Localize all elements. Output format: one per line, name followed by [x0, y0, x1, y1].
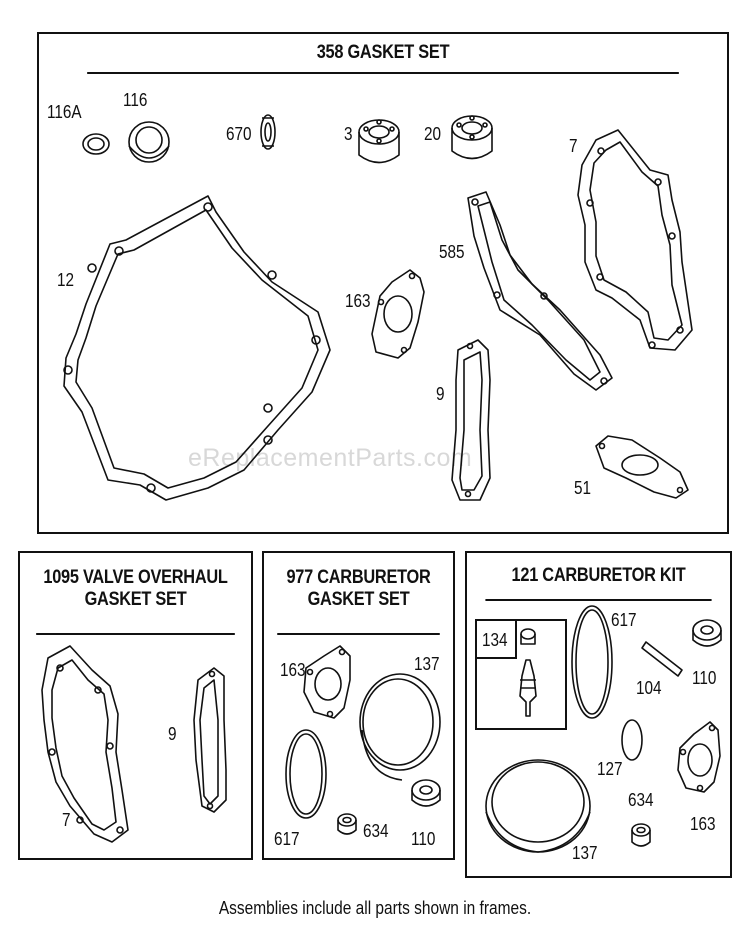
label-7b: 7	[62, 810, 71, 830]
valve-overhaul-title-line2: GASKET SET	[84, 589, 187, 610]
needle-seat-134-icon	[519, 628, 537, 717]
seal-110-icon	[411, 779, 441, 807]
label-116a: 116A	[47, 102, 82, 122]
exhaust-gasket-51-icon	[595, 435, 689, 499]
subassembly-134-tab	[475, 619, 517, 659]
carb-gasket-title-line2: GASKET SET	[307, 589, 410, 610]
seal-670-icon	[260, 114, 276, 150]
bearing-3-icon	[358, 119, 400, 164]
ring-116a-icon	[82, 133, 110, 155]
bearing-20-icon	[451, 115, 493, 160]
label-137: 137	[414, 654, 440, 674]
head-gasket-7-icon	[577, 129, 693, 351]
crankcase-gasket-12-icon	[63, 195, 331, 501]
ring-137-icon	[359, 673, 441, 781]
label-116: 116	[123, 90, 148, 110]
watermark: eReplacementParts.com	[188, 444, 473, 472]
gasket-set-frame: 358 GASKET SET	[37, 32, 729, 534]
label-163b: 163	[280, 660, 306, 680]
label-127: 127	[597, 759, 623, 779]
label-3: 3	[344, 124, 353, 144]
label-20: 20	[424, 124, 442, 144]
label-163: 163	[345, 291, 371, 311]
seal-110b-icon	[692, 619, 722, 647]
valve-overhaul-frame: 1095 VALVE OVERHAUL GASKET SET	[18, 551, 253, 860]
label-585: 585	[439, 242, 465, 262]
label-51: 51	[574, 478, 592, 498]
pin-104-icon	[641, 641, 683, 677]
label-12: 12	[57, 270, 75, 290]
label-7: 7	[569, 136, 578, 156]
footer-note: Assemblies include all parts shown in fr…	[218, 898, 532, 918]
carb-gasket-frame: 977 CARBURETOR GASKET SET	[262, 551, 455, 860]
gasket-set-title: 358 GASKET SET	[87, 34, 679, 74]
subassembly-134-frame	[475, 619, 567, 730]
bushing-634b-icon	[631, 823, 651, 847]
carb-gasket-title: 977 CARBURETOR GASKET SET	[277, 553, 440, 635]
valve-cover-gasket-9b-icon	[193, 667, 227, 813]
valve-overhaul-title-line1: 1095 VALVE OVERHAUL	[43, 567, 228, 588]
valve-overhaul-title: 1095 VALVE OVERHAUL GASKET SET	[36, 553, 235, 635]
label-617: 617	[274, 829, 300, 849]
label-634: 634	[363, 821, 389, 841]
label-110b: 110	[692, 668, 717, 688]
label-110: 110	[411, 829, 436, 849]
carb-kit-title: 121 CARBURETOR KIT	[485, 553, 712, 601]
label-634b: 634	[628, 790, 654, 810]
ring-617b-icon	[571, 605, 613, 719]
ring-137b-icon	[485, 759, 591, 853]
label-670: 670	[226, 124, 252, 144]
carb-gasket-title-line1: 977 CARBURETOR	[286, 567, 431, 588]
label-9: 9	[436, 384, 445, 404]
carb-gasket-163b-icon	[303, 645, 351, 719]
label-617b: 617	[611, 610, 637, 630]
valve-cover-gasket-9-icon	[451, 339, 491, 501]
carb-gasket-163-icon	[371, 269, 425, 359]
label-134: 134	[482, 630, 508, 650]
ring-617-icon	[285, 729, 327, 819]
seal-116-icon	[128, 121, 170, 163]
label-104: 104	[636, 678, 662, 698]
label-9b: 9	[168, 724, 177, 744]
label-137b: 137	[572, 843, 598, 863]
head-gasket-7b-icon	[41, 645, 129, 843]
disc-127-icon	[621, 719, 643, 761]
breather-gasket-585-icon	[467, 191, 613, 391]
label-163c: 163	[690, 814, 716, 834]
carb-gasket-163c-icon	[677, 721, 721, 793]
bushing-634-icon	[337, 813, 357, 835]
